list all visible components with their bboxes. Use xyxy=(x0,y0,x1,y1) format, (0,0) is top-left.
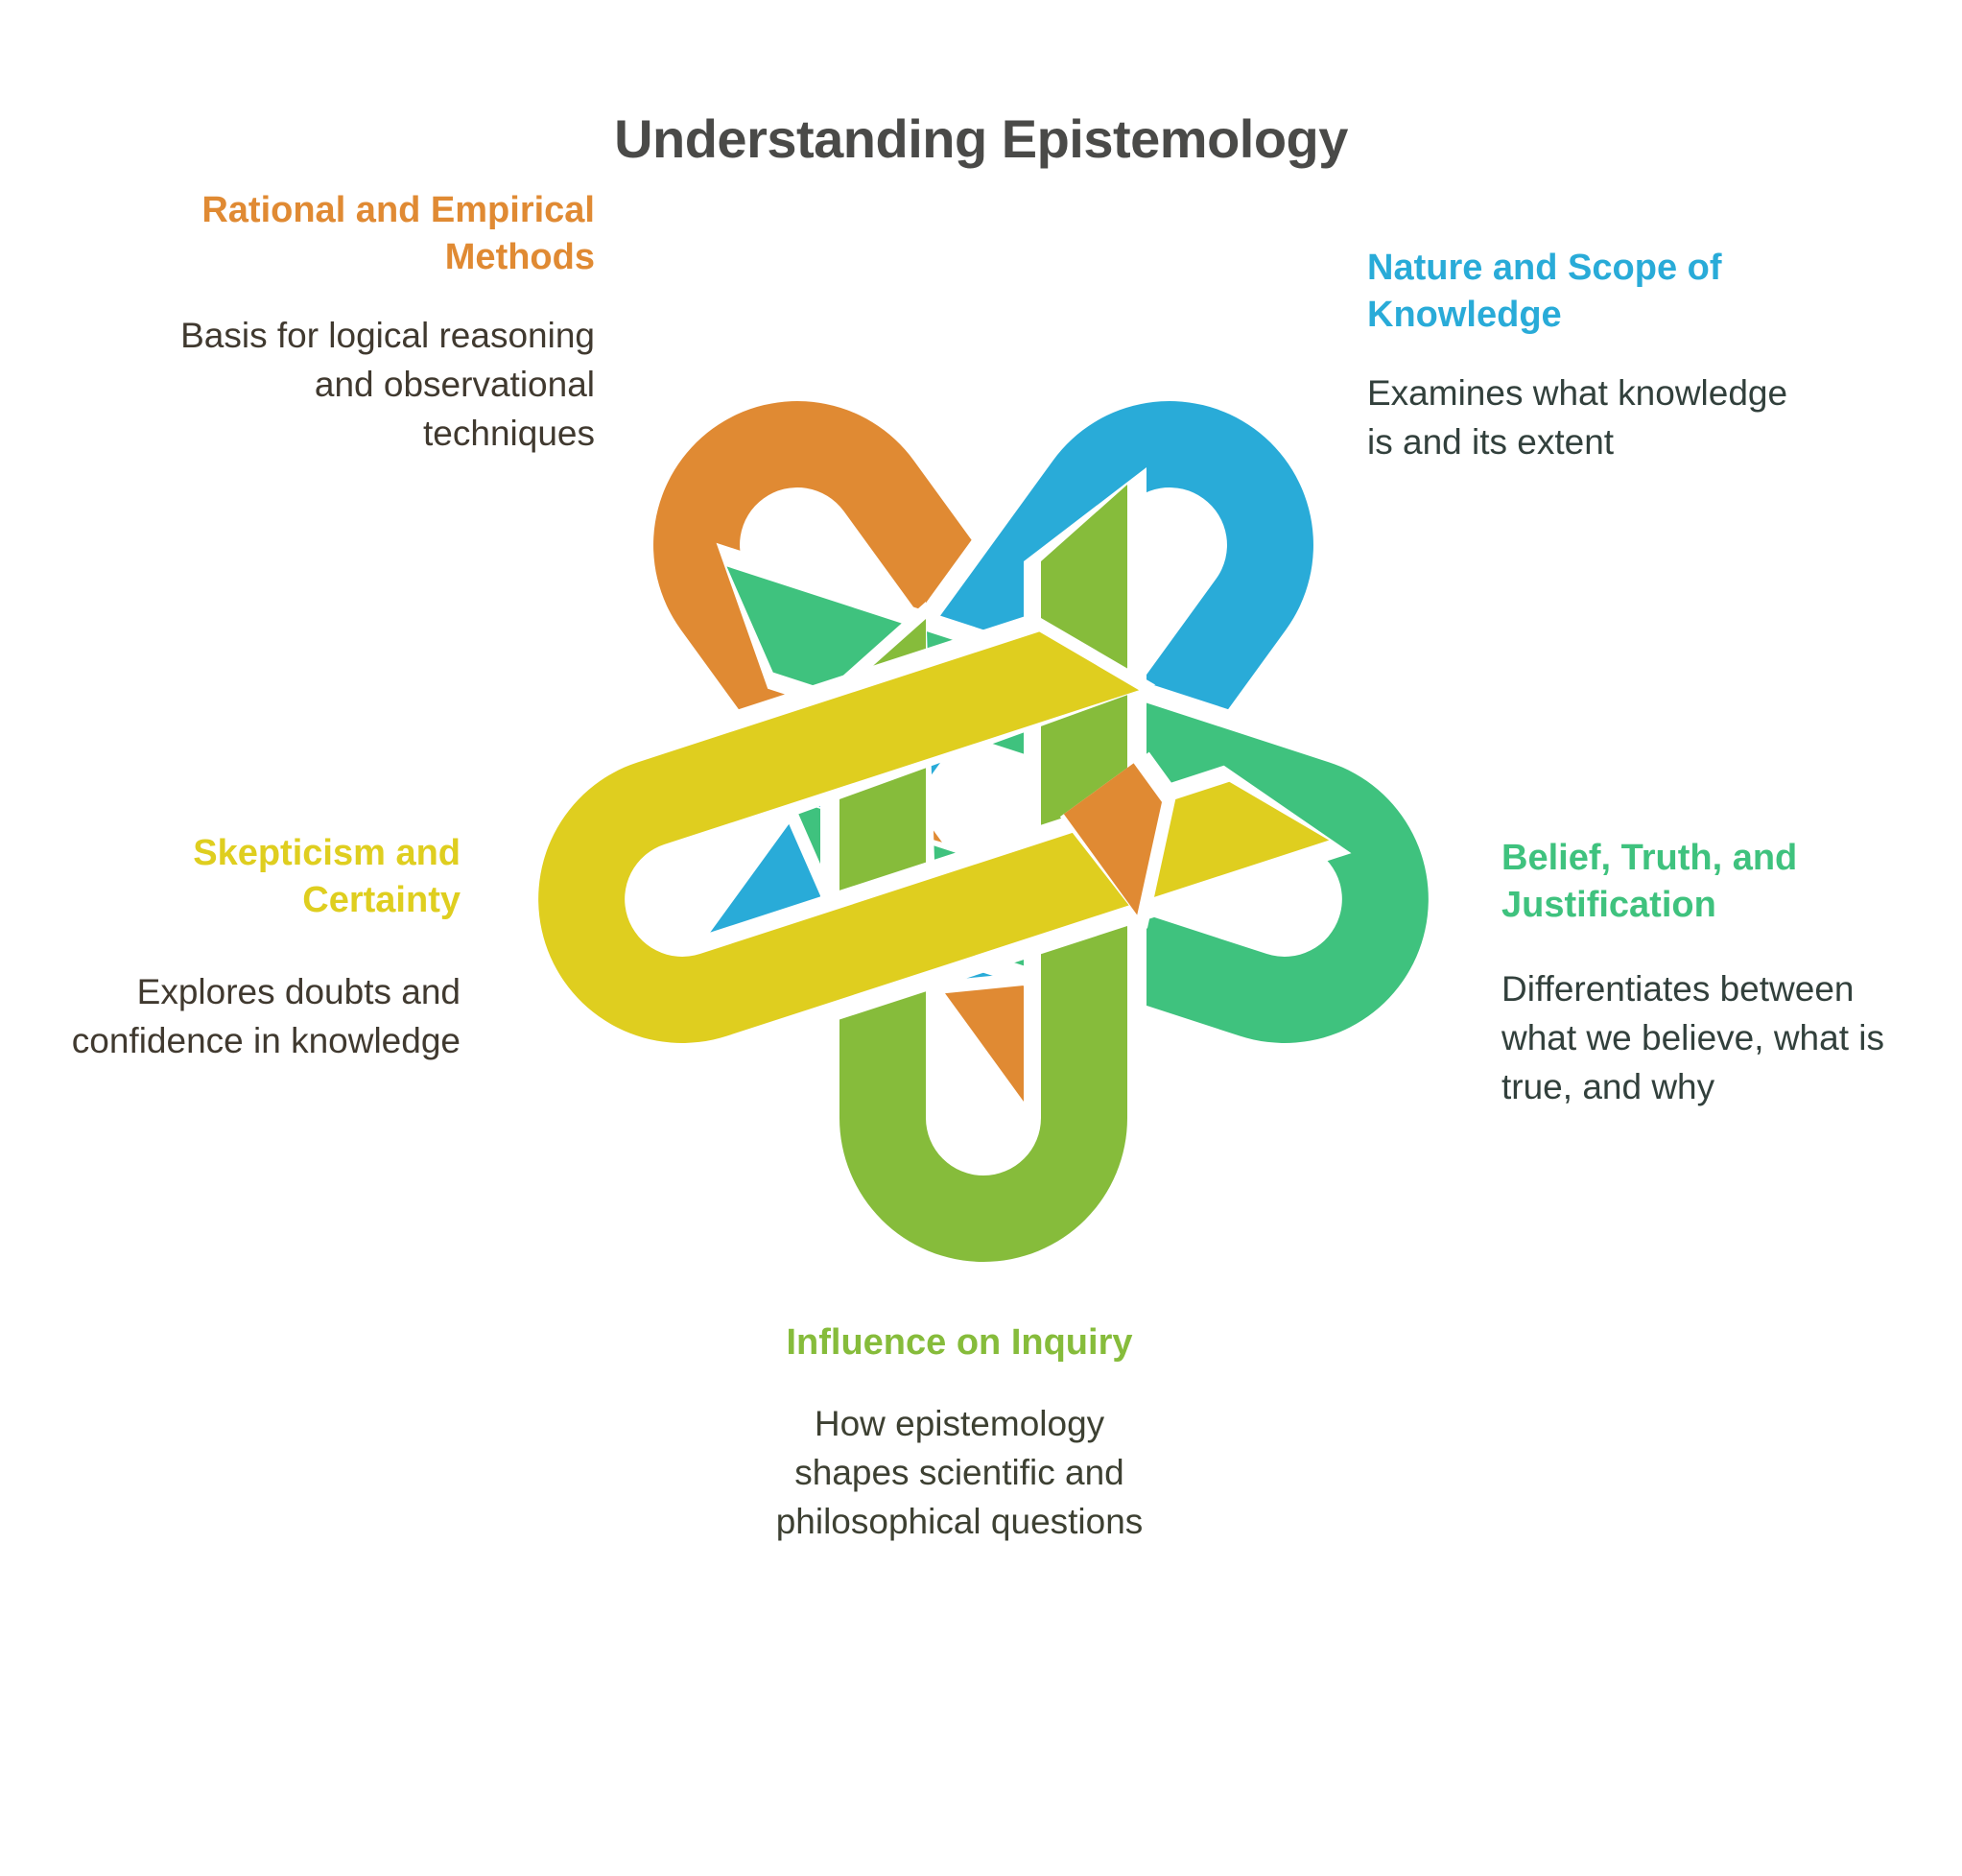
epistemology-knot-diagram xyxy=(499,350,1468,1271)
callout-body-rational: Basis for logical reasoning and observat… xyxy=(180,315,595,453)
callout-heading-skepticism: Skepticism and Certainty xyxy=(193,833,461,921)
callout-heading-belief: Belief, Truth, and Justification xyxy=(1501,838,1798,926)
callout-heading-influence: Influence on Inquiry xyxy=(786,1322,1133,1363)
page-title: Understanding Epistemology xyxy=(614,108,1348,169)
callout-body-nature: Examines what knowledge is and its exten… xyxy=(1367,372,1788,462)
callout-heading-rational: Rational and Empirical Methods xyxy=(201,190,595,278)
callout-skepticism-and-certainty: Skepticism and Certainty Explores doubts… xyxy=(58,830,461,1065)
callout-rational-and-empirical-methods: Rational and Empirical Methods Basis for… xyxy=(134,187,595,458)
callout-body-skepticism: Explores doubts and confidence in knowle… xyxy=(71,971,461,1060)
callout-body-belief: Differentiates between what we believe, … xyxy=(1501,968,1884,1106)
knot-arm-skepticism xyxy=(501,566,1352,1080)
callout-influence-on-inquiry: Influence on Inquiry How epistemology sh… xyxy=(758,1319,1161,1547)
callout-belief-truth-and-justification: Belief, Truth, and Justification Differe… xyxy=(1501,835,1904,1111)
callout-nature-and-scope-of-knowledge: Nature and Scope of Knowledge Examines w… xyxy=(1367,245,1808,466)
callout-body-influence: How epistemology shapes scientific and p… xyxy=(775,1404,1144,1542)
callout-heading-nature: Nature and Scope of Knowledge xyxy=(1367,248,1722,336)
